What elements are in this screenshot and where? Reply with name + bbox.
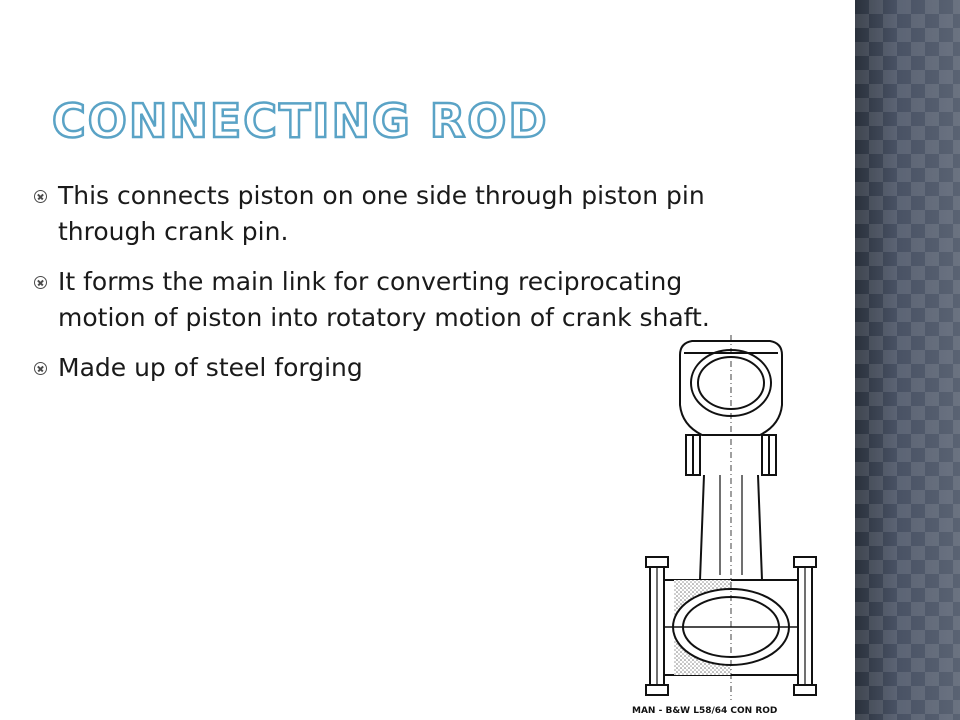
bullet-text: It forms the main link for converting re…: [58, 267, 710, 332]
bullet-icon: [34, 190, 47, 203]
bullet-item: It forms the main link for converting re…: [34, 264, 754, 336]
bullet-icon: [34, 276, 47, 289]
connecting-rod-figure: MAN - B&W L58/64 CON ROD: [620, 335, 835, 720]
bullet-text: Made up of steel forging: [58, 353, 363, 382]
bullet-icon: [34, 362, 47, 375]
bullet-list: This connects piston on one side through…: [34, 178, 754, 400]
bullet-item: This connects piston on one side through…: [34, 178, 754, 250]
decorative-side-band: [855, 0, 960, 720]
slide-title: Connecting Rod: [51, 94, 549, 148]
figure-caption: MAN - B&W L58/64 CON ROD: [632, 706, 777, 716]
bullet-text: This connects piston on one side through…: [58, 181, 705, 246]
bullet-item: Made up of steel forging: [34, 350, 754, 386]
connecting-rod-drawing-icon: MAN - B&W L58/64 CON ROD: [632, 335, 817, 716]
